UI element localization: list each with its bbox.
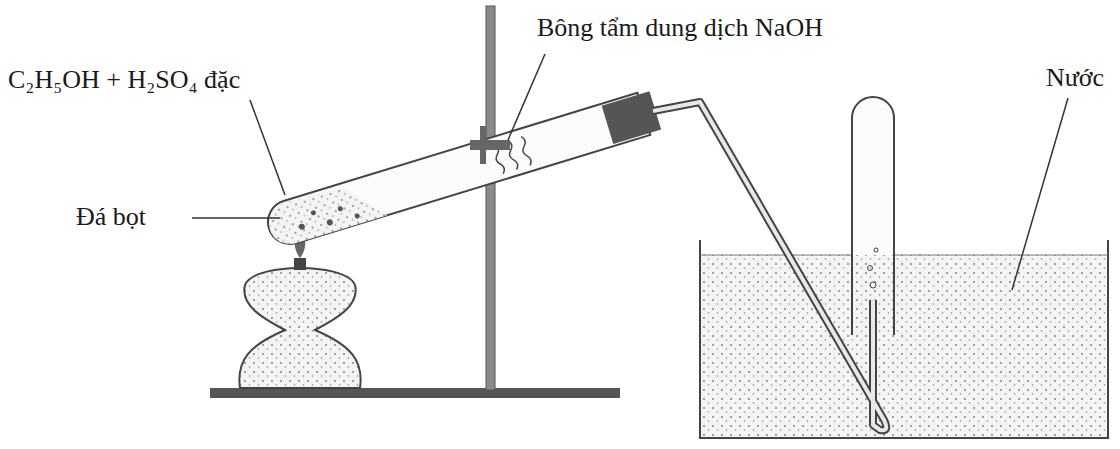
delivery-tube bbox=[653, 102, 886, 430]
part-label: Đá bọt bbox=[74, 203, 148, 232]
water-trough bbox=[700, 240, 1108, 438]
part-label: Bông tẩm dung dịch NaOH bbox=[535, 14, 825, 43]
clamp bbox=[470, 126, 510, 164]
leader-lines bbox=[192, 54, 1068, 290]
reaction-tube bbox=[263, 89, 662, 249]
spirit-lamp bbox=[239, 228, 360, 388]
collecting-tube bbox=[852, 97, 894, 335]
part-label: C₂H₅OH + H₂SO₄ đặc bbox=[6, 66, 242, 95]
part-label: Nước bbox=[1044, 64, 1106, 93]
